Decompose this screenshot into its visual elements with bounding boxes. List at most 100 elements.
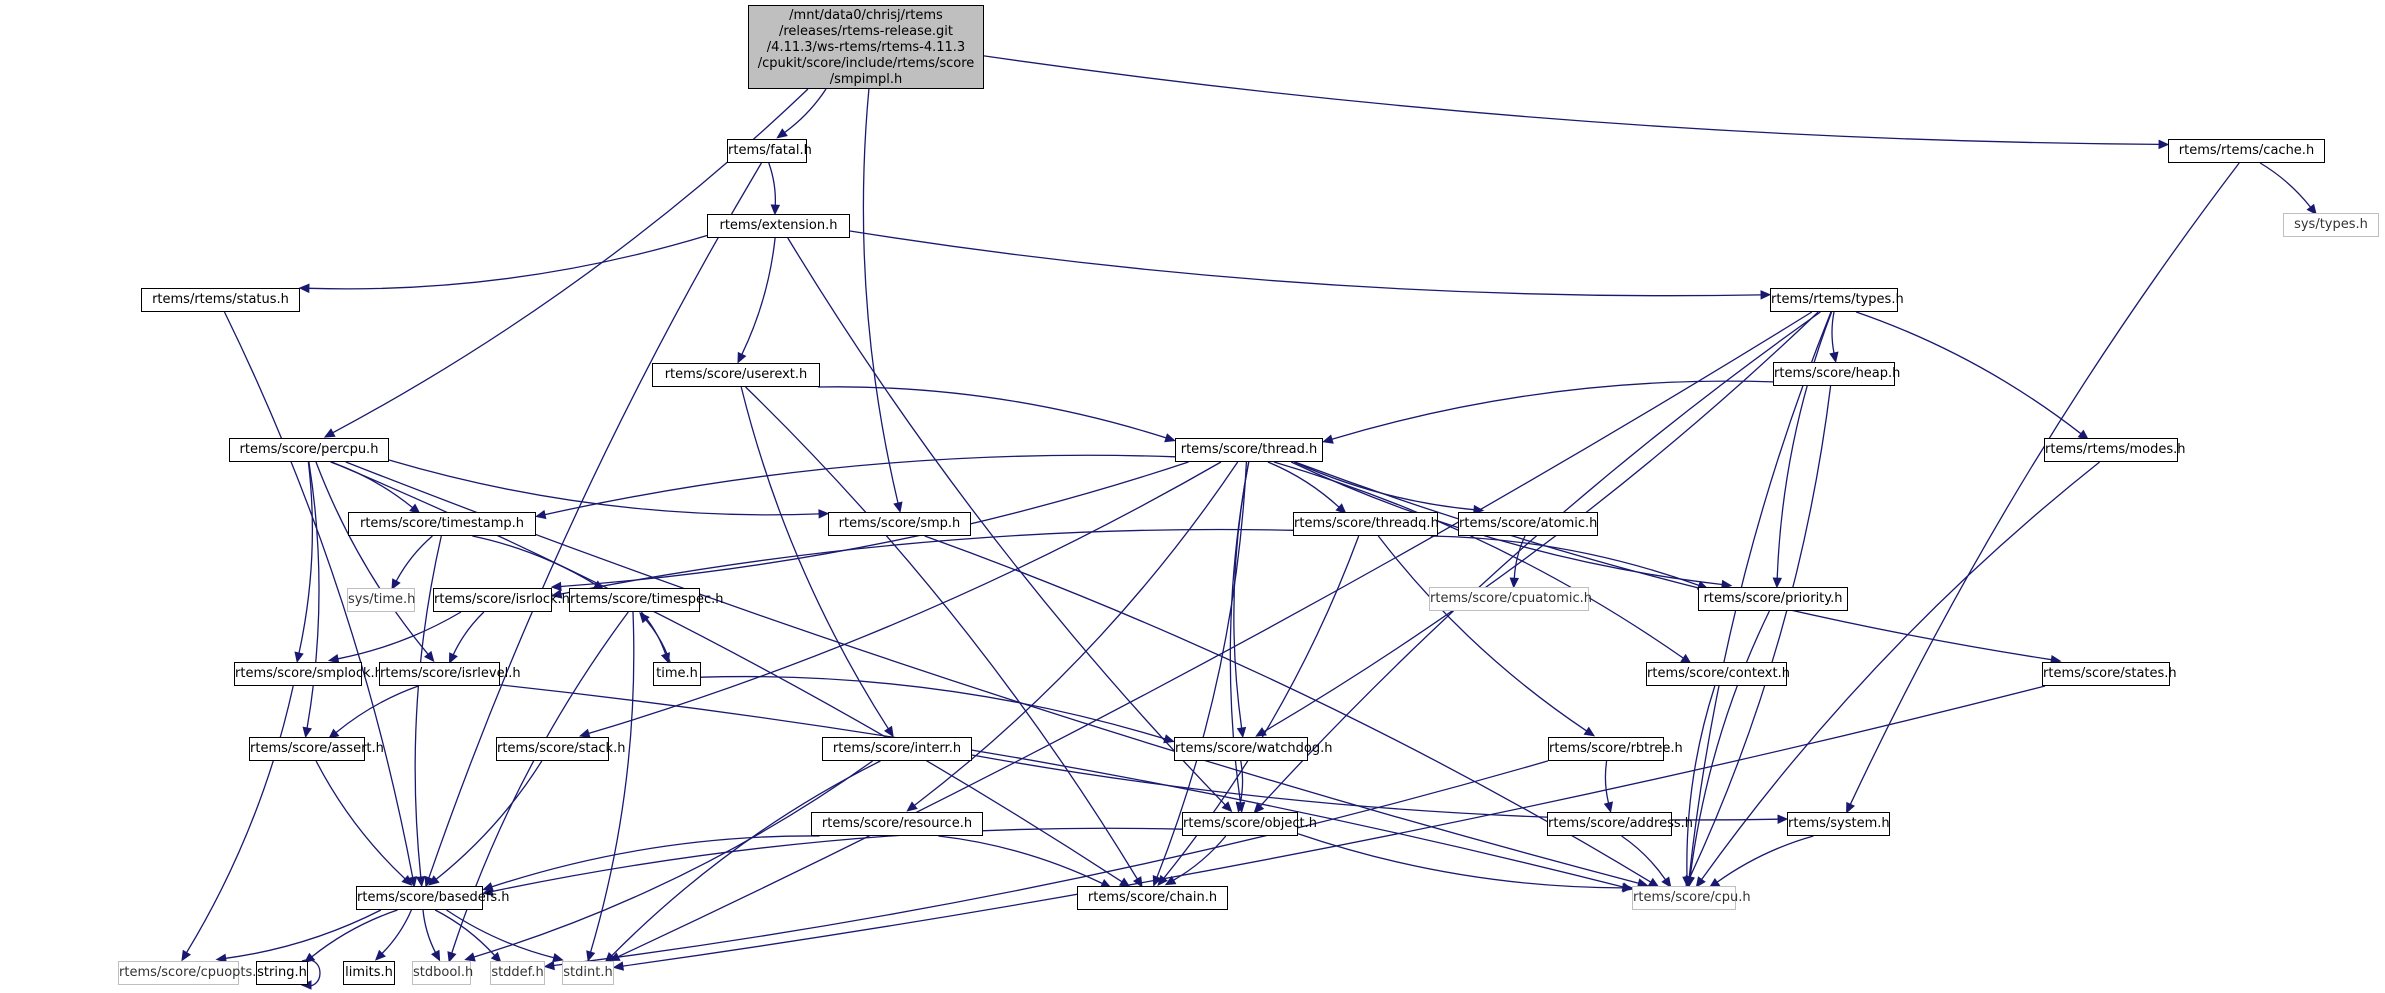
edge-threadq-to-isrlock xyxy=(560,528,1294,595)
edge-thread-to-isrlock xyxy=(560,461,1189,588)
edge-thread-to-timestamp-arrowhead xyxy=(535,509,547,520)
file-node-extension[interactable]: rtems/extension.h xyxy=(707,214,850,238)
edge-userext-to-thread-arrowhead xyxy=(1164,433,1176,443)
edge-watchdog-to-object-arrowhead xyxy=(1235,801,1246,814)
file-node-percpu[interactable]: rtems/score/percpu.h xyxy=(229,438,389,462)
edge-extension-to-object xyxy=(787,237,1226,806)
file-node-object[interactable]: rtems/score/object.h xyxy=(1182,812,1317,836)
file-node-limits-h[interactable]: limits.h xyxy=(343,961,395,985)
edge-rtypes-to-watchdog xyxy=(1263,311,1819,733)
file-node-heap[interactable]: rtems/score/heap.h xyxy=(1773,362,1900,386)
file-node-userext[interactable]: rtems/score/userext.h xyxy=(652,363,820,387)
edge-timestamp-to-basedefs xyxy=(414,535,442,878)
file-node-rtypes[interactable]: rtems/rtems/types.h xyxy=(1770,288,1904,312)
edge-thread-to-stack xyxy=(588,461,1222,735)
file-node-watchdog[interactable]: rtems/score/watchdog.h xyxy=(1174,737,1332,761)
file-node-smplock[interactable]: rtems/score/smplock.h xyxy=(234,662,383,686)
edge-interr-to-system-arrowhead xyxy=(1777,814,1789,824)
edge-object-to-basedefs-arrowhead xyxy=(482,886,494,897)
edge-thread-to-atomic xyxy=(1293,461,1475,511)
file-node-interr[interactable]: rtems/score/interr.h xyxy=(822,737,972,761)
file-node-rbtree[interactable]: rtems/score/rbtree.h xyxy=(1548,737,1683,761)
file-node-thread[interactable]: rtems/score/thread.h xyxy=(1175,438,1323,462)
edge-percpu-to-cpu xyxy=(345,461,1639,884)
edge-basedefs-to-limits-h-arrowhead xyxy=(374,949,386,961)
edge-modes-to-cpu xyxy=(1701,461,2101,880)
edge-thread-to-isrlock-arrowhead xyxy=(550,581,562,592)
file-node-timespec[interactable]: rtems/score/timespec.h xyxy=(569,588,723,612)
file-node-chain[interactable]: rtems/score/chain.h xyxy=(1077,886,1228,910)
file-node-stack[interactable]: rtems/score/stack.h xyxy=(496,737,625,761)
edge-root-to-smp xyxy=(862,88,899,504)
edge-root-to-cache-arrowhead xyxy=(2158,139,2170,150)
file-node-smp[interactable]: rtems/score/smp.h xyxy=(828,512,971,536)
file-node-assert[interactable]: rtems/score/assert.h xyxy=(249,737,384,761)
file-node-fatal[interactable]: rtems/fatal.h xyxy=(727,139,812,163)
edge-time-h-to-timespec-arrowhead xyxy=(639,612,650,624)
edge-threadq-to-rbtree-arrowhead xyxy=(1583,726,1596,737)
edge-rtypes-to-heap xyxy=(1831,311,1835,354)
file-node-time-h[interactable]: time.h xyxy=(653,662,701,686)
edge-watchdog-to-object xyxy=(1239,760,1244,804)
edge-object-to-chain-arrowhead xyxy=(1164,875,1177,886)
file-node-system[interactable]: rtems/system.h xyxy=(1787,812,1890,836)
edge-isrlock-to-smplock-arrowhead xyxy=(327,654,340,664)
edge-context-to-cpu xyxy=(1686,685,1716,878)
edge-percpu-to-assert xyxy=(306,461,320,729)
file-node-isrlevel[interactable]: rtems/score/isrlevel.h xyxy=(379,662,521,686)
edge-time-h-to-watchdog-arrowhead xyxy=(1163,734,1175,744)
edge-root-to-percpu-arrowhead xyxy=(323,428,336,438)
file-node-cache[interactable]: rtems/rtems/cache.h xyxy=(2168,139,2325,163)
edge-states-to-stdint-h xyxy=(622,685,2046,967)
edge-cache-to-system-arrowhead xyxy=(1846,801,1856,814)
edge-rbtree-to-stddef-h xyxy=(553,760,1549,967)
edge-cache-to-sys-types-arrowhead xyxy=(2306,203,2317,216)
edge-context-to-cpu-arrowhead xyxy=(1682,876,1692,888)
file-node-states[interactable]: rtems/score/states.h xyxy=(2042,662,2177,686)
file-node-address[interactable]: rtems/score/address.h xyxy=(1547,812,1693,836)
edge-percpu-to-smplock xyxy=(298,461,314,654)
edge-heap-to-cpu xyxy=(1689,385,1832,878)
file-node-string-h[interactable]: string.h xyxy=(256,961,308,985)
file-node-context[interactable]: rtems/score/context.h xyxy=(1646,662,1790,686)
edge-timestamp-to-basedefs-arrowhead xyxy=(415,876,426,888)
edge-thread-to-threadq-arrowhead xyxy=(1335,503,1347,515)
edge-percpu-to-smp xyxy=(388,459,820,516)
edge-percpu-to-assert-arrowhead xyxy=(302,726,312,739)
edge-thread-to-watchdog-arrowhead xyxy=(1236,726,1247,739)
edge-atomic-to-cpuatomic xyxy=(1513,535,1526,579)
edge-userext-to-chain xyxy=(745,386,1138,880)
edge-threadq-to-rbtree xyxy=(1377,535,1587,732)
edge-thread-to-chain xyxy=(1156,461,1248,878)
file-node-modes[interactable]: rtems/rtems/modes.h xyxy=(2044,438,2186,462)
edge-threadq-to-isrlock-arrowhead xyxy=(550,589,563,599)
edge-threadq-to-chain xyxy=(1163,535,1360,879)
edge-object-to-chain xyxy=(1173,835,1227,881)
edge-extension-to-userext xyxy=(741,237,776,355)
edge-fatal-to-basedefs xyxy=(428,162,762,879)
edge-smplock-to-cpuopts xyxy=(186,685,294,953)
edge-basedefs-to-limits-h xyxy=(381,909,412,954)
edge-isrlock-to-isrlevel xyxy=(452,611,485,655)
edge-assert-to-basedefs xyxy=(315,760,406,880)
edge-root-to-smp-arrowhead xyxy=(893,501,903,514)
file-node-status[interactable]: rtems/rtems/status.h xyxy=(141,288,300,312)
file-node-basedefs[interactable]: rtems/score/basedefs.h xyxy=(356,886,510,910)
file-node-threadq[interactable]: rtems/score/threadq.h xyxy=(1293,512,1439,536)
edge-isrlevel-to-cpu xyxy=(499,684,1624,888)
edge-basedefs-to-cpuopts-arrowhead xyxy=(215,953,227,963)
edge-states-to-stdint-h-arrowhead xyxy=(612,961,625,971)
edge-basedefs-to-stdint-h-arrowhead xyxy=(552,953,564,963)
edge-interr-to-stdbool-h xyxy=(473,760,873,958)
file-node-atomic[interactable]: rtems/score/atomic.h xyxy=(1458,512,1598,536)
file-node-isrlock[interactable]: rtems/score/isrlock.h xyxy=(433,588,570,612)
file-node-timestamp[interactable]: rtems/score/timestamp.h xyxy=(348,512,536,536)
edge-rtypes-to-object-arrowhead xyxy=(1253,802,1265,814)
edge-interr-to-stdbool-h-arrowhead xyxy=(464,952,476,962)
edge-percpu-to-isrlevel-arrowhead xyxy=(423,650,435,663)
file-node-resource[interactable]: rtems/score/resource.h xyxy=(811,812,983,836)
file-node-sys-types: sys/types.h xyxy=(2283,213,2379,237)
file-node-priority[interactable]: rtems/score/priority.h xyxy=(1698,587,1848,611)
edge-assert-to-basedefs-arrowhead xyxy=(401,874,413,886)
